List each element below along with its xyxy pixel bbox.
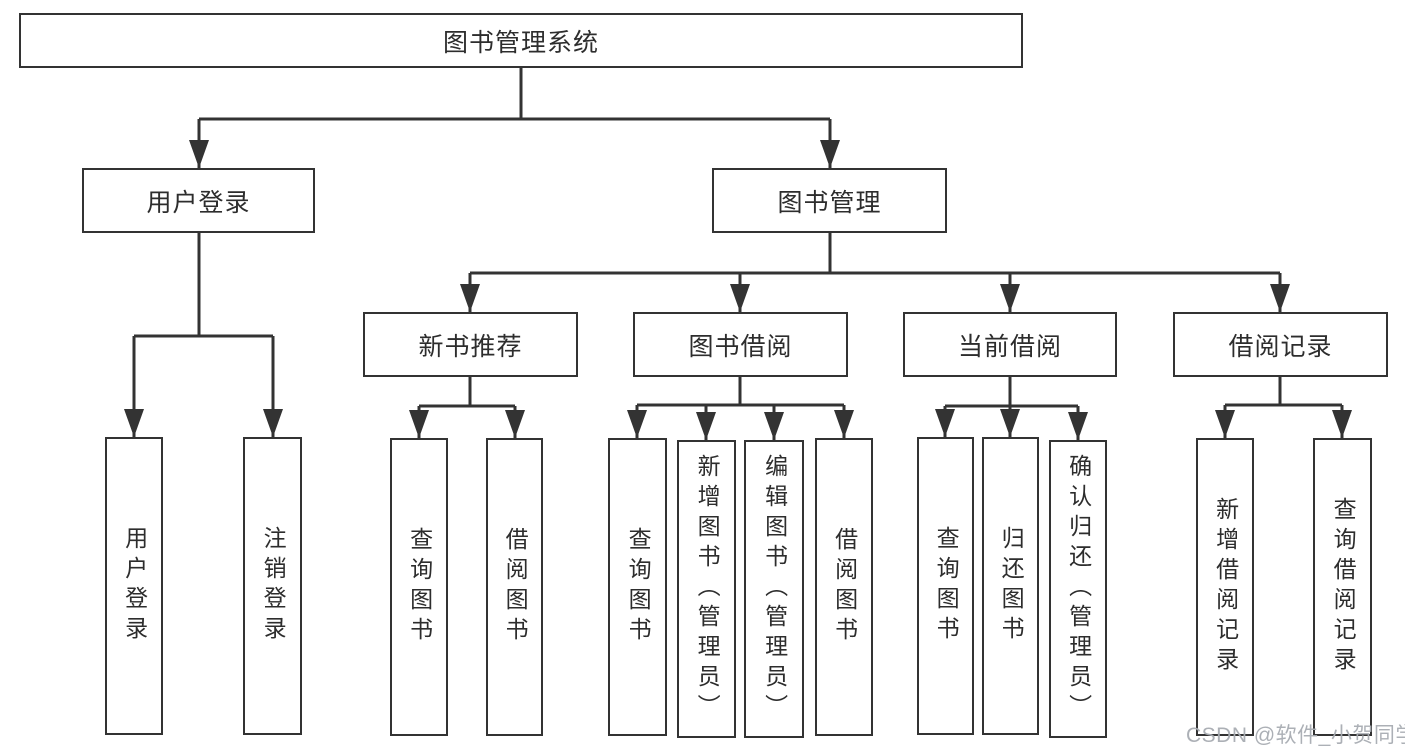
node-root: 图书管理系统 xyxy=(19,13,1023,68)
leaf-confirm-return-admin-label: 确认归还（管理员） xyxy=(1065,454,1092,724)
leaf-edit-book-admin-label: 编辑图书（管理员） xyxy=(761,454,788,724)
node-current-borrow-label: 当前借阅 xyxy=(957,332,1062,361)
node-borrow-records: 借阅记录 xyxy=(1173,312,1388,377)
edge-user-login-to-leaves xyxy=(132,233,275,437)
leaf-add-borrow-record-label: 新增借阅记录 xyxy=(1212,497,1239,677)
node-root-label: 图书管理系统 xyxy=(442,28,599,57)
leaf-add-borrow-record: 新增借阅记录 xyxy=(1196,438,1254,736)
leaf-query-book-3: 查询图书 xyxy=(917,437,974,735)
node-borrow-records-label: 借阅记录 xyxy=(1228,332,1333,361)
leaf-confirm-return-admin: 确认归还（管理员） xyxy=(1049,440,1107,738)
node-user-login-label: 用户登录 xyxy=(146,188,251,217)
leaf-logout-label: 注销登录 xyxy=(260,526,287,646)
leaf-query-borrow-record: 查询借阅记录 xyxy=(1313,438,1372,736)
edge-root-to-level2 xyxy=(197,68,832,168)
node-user-login: 用户登录 xyxy=(82,168,315,233)
leaf-query-book-1-label: 查询图书 xyxy=(406,527,433,647)
leaf-query-borrow-record-label: 查询借阅记录 xyxy=(1330,497,1357,677)
leaf-return-book: 归还图书 xyxy=(982,437,1039,735)
node-current-borrow: 当前借阅 xyxy=(903,312,1117,377)
leaf-query-book-1: 查询图书 xyxy=(390,438,448,736)
node-book-management-label: 图书管理 xyxy=(777,188,882,217)
leaf-add-book-admin-label: 新增图书（管理员） xyxy=(694,454,721,724)
node-book-management: 图书管理 xyxy=(712,168,947,233)
leaf-query-book-2-label: 查询图书 xyxy=(625,527,652,647)
leaf-borrow-book-2-label: 借阅图书 xyxy=(831,527,858,647)
leaf-user-login: 用户登录 xyxy=(105,437,163,735)
edge-new-book-rec-to-leaves xyxy=(417,377,517,438)
edge-book-mgmt-to-level3 xyxy=(468,233,1282,312)
leaf-borrow-book-1: 借阅图书 xyxy=(486,438,543,736)
leaf-borrow-book-1-label: 借阅图书 xyxy=(502,527,529,647)
node-new-book-recommend-label: 新书推荐 xyxy=(418,332,523,361)
leaf-add-book-admin: 新增图书（管理员） xyxy=(677,440,736,738)
leaf-borrow-book-2: 借阅图书 xyxy=(815,438,873,736)
leaf-return-book-label: 归还图书 xyxy=(998,526,1025,646)
leaf-user-login-label: 用户登录 xyxy=(121,526,148,646)
node-book-borrow-label: 图书借阅 xyxy=(688,332,793,361)
node-book-borrow: 图书借阅 xyxy=(633,312,848,377)
leaf-logout: 注销登录 xyxy=(243,437,302,735)
leaf-query-book-2: 查询图书 xyxy=(608,438,667,736)
edge-borrow-records-to-leaves xyxy=(1223,377,1344,438)
edge-book-borrow-to-leaves xyxy=(635,377,846,440)
arrowheads xyxy=(124,140,1352,440)
node-new-book-recommend: 新书推荐 xyxy=(363,312,578,377)
leaf-query-book-3-label: 查询图书 xyxy=(933,526,960,646)
leaf-edit-book-admin: 编辑图书（管理员） xyxy=(744,440,804,738)
watermark: CSDN @软件_小贺同学 xyxy=(1186,724,1405,747)
